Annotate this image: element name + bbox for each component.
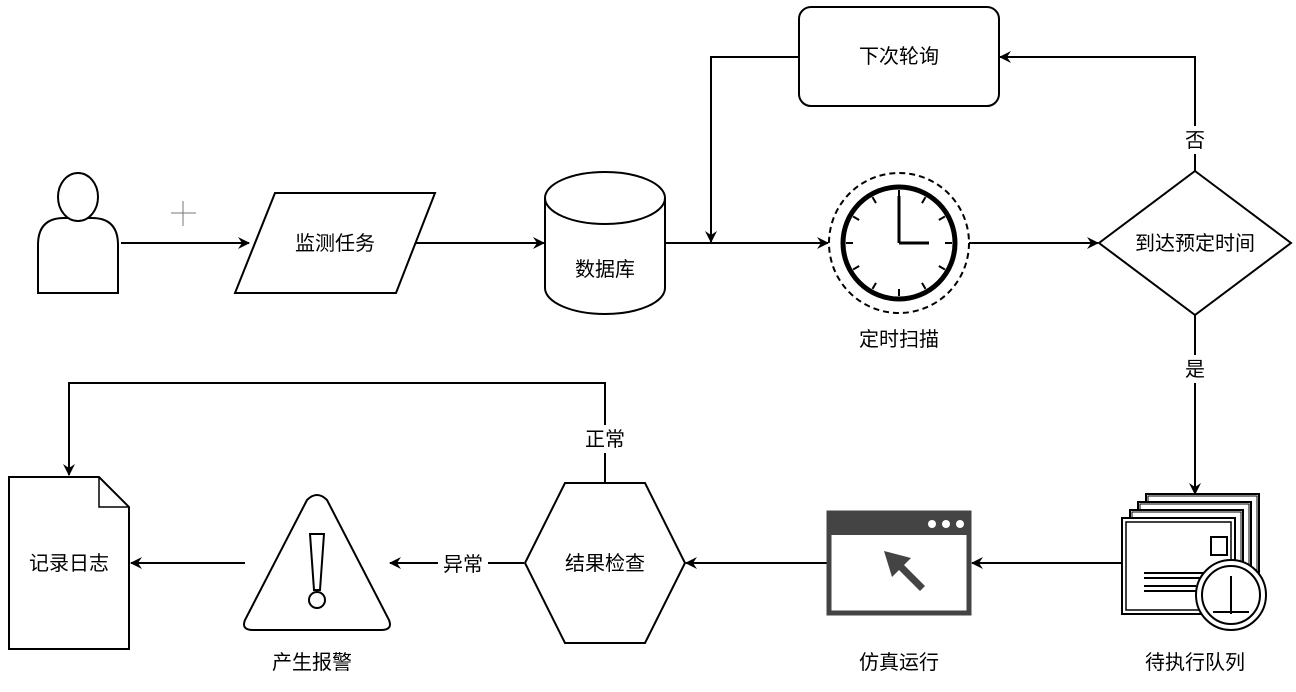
next-poll-label: 下次轮询 — [859, 44, 939, 68]
queue-label: 待执行队列 — [1145, 650, 1245, 674]
edge-decision-to-next-poll — [999, 51, 1196, 171]
browser-cursor-icon — [826, 510, 972, 616]
task-node: 监测任务 — [233, 192, 437, 294]
check-label: 结果检查 — [565, 551, 645, 575]
edge-check-to-log — [63, 382, 606, 483]
check-node: 结果检查 — [523, 482, 687, 644]
database-label: 数据库 — [575, 257, 635, 281]
clock-icon — [828, 172, 970, 314]
edge-label-abnormal: 异常 — [438, 549, 488, 577]
database-node: 数据库 — [544, 171, 666, 315]
clock-tick — [921, 196, 927, 204]
edge-next-poll-to-scan-line — [705, 56, 799, 243]
edge-label-yes-text: 是 — [1185, 357, 1205, 381]
scan-label: 定时扫描 — [859, 327, 939, 351]
document-icon: 记录日志 — [8, 476, 130, 650]
log-label: 记录日志 — [29, 551, 109, 575]
edge-label-normal: 正常 — [580, 425, 630, 453]
task-label: 监测任务 — [295, 231, 375, 255]
queue-icon — [1121, 493, 1267, 631]
clock-tick — [871, 282, 877, 290]
edge-label-no-text: 否 — [1185, 128, 1205, 152]
warning-icon — [243, 494, 391, 631]
edge-label-abnormal-text: 异常 — [443, 552, 483, 576]
clock-tick — [852, 215, 860, 221]
edge-label-yes: 是 — [1181, 355, 1209, 383]
plus-icon — [171, 201, 196, 226]
clock-tick — [921, 282, 927, 290]
user-icon — [37, 172, 119, 294]
clock-tick — [852, 265, 860, 271]
decision-node: 到达预定时间 — [1097, 169, 1293, 317]
next-poll-node: 下次轮询 — [798, 6, 1000, 107]
edge-label-normal-text: 正常 — [585, 427, 625, 451]
clock-tick — [871, 196, 877, 204]
edge-label-no: 否 — [1181, 126, 1209, 154]
decision-label: 到达预定时间 — [1135, 231, 1255, 255]
simulate-label: 仿真运行 — [859, 650, 939, 674]
clock-tick — [938, 265, 946, 271]
clock-tick — [938, 215, 946, 221]
alarm-label: 产生报警 — [272, 650, 352, 674]
